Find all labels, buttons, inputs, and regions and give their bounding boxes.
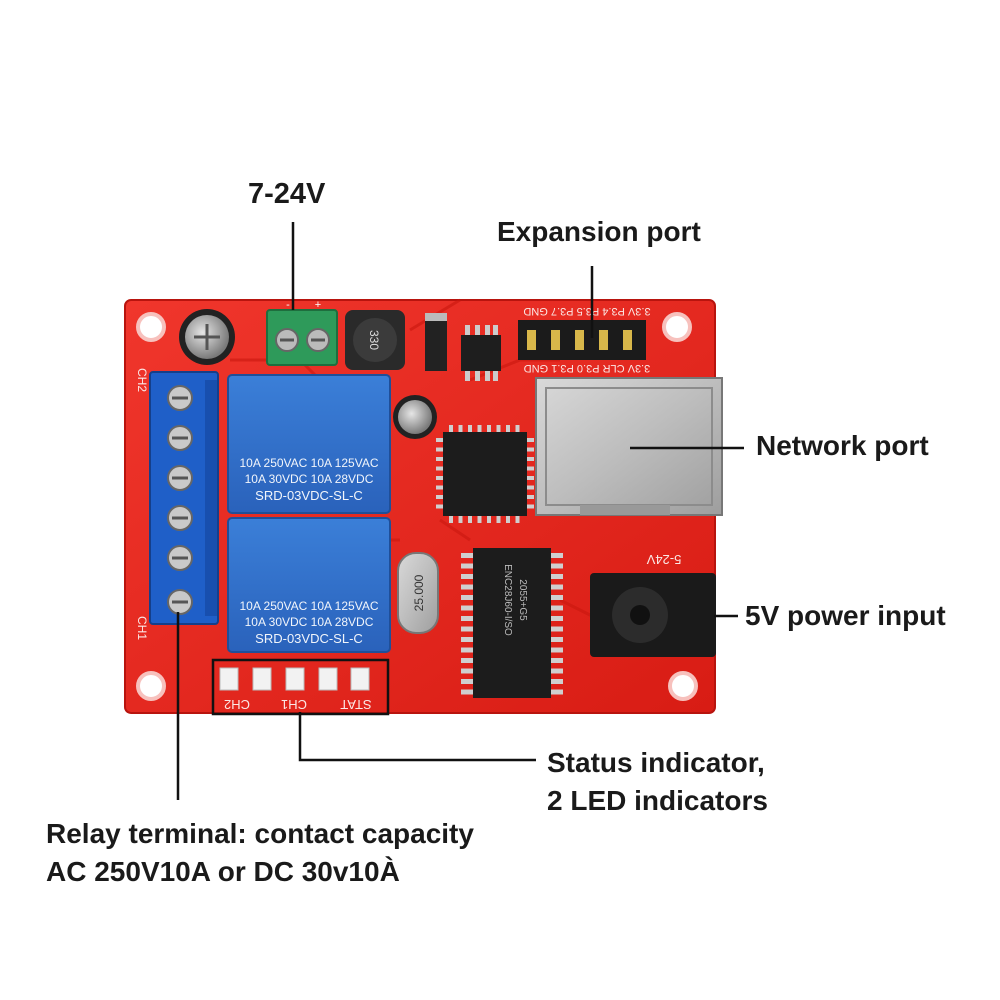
callout-input-voltage-text: 7-24V — [248, 178, 326, 210]
relay-ch2: 10A 250VAC 10A 125VAC 10A 30VDC 10A 28VD… — [227, 374, 391, 514]
callout-relay-line1: Relay terminal: contact capacity — [46, 818, 474, 849]
dc-voltage-silk: 5-24V — [646, 552, 681, 567]
capacitor-middle — [393, 395, 437, 439]
callout-network-port-text: Network port — [756, 430, 929, 461]
chip-text-line1: ENC28J60-I/SO — [502, 564, 513, 636]
channel-label-ch1: CH1 — [135, 616, 149, 640]
leader-lines — [176, 222, 744, 800]
status-led-highlight-box — [211, 658, 390, 716]
header-top-silk: 3.3V P3.4 P3.5 P3.7 GND — [523, 305, 650, 317]
expansion-header: 3.3V P3.4 P3.5 P3.7 GND 3.3V CLR P3.0 P3… — [518, 305, 651, 374]
relay-ch2-rating-line2: 10A 30VDC 10A 28VDC — [245, 472, 374, 486]
callout-status-indicator: Status indicator, 2 LED indicators — [547, 744, 768, 820]
ic-small — [461, 325, 501, 381]
network-port — [535, 377, 723, 516]
led-label-stat: STAT — [340, 697, 371, 712]
led-label-ch1: CH1 — [281, 697, 307, 712]
relay-ch1-rating-line1: 10A 250VAC 10A 125VAC — [240, 599, 379, 613]
callout-power-input: 5V power input — [745, 600, 946, 632]
inductor-code: 330 — [367, 330, 381, 350]
dc-power-jack: 5-24V — [590, 552, 716, 657]
diode — [425, 313, 447, 371]
microcontroller-chip — [436, 425, 534, 523]
callout-relay-terminal: Relay terminal: contact capacity AC 250V… — [46, 815, 474, 891]
leader-status-indicator — [298, 712, 536, 762]
ethernet-controller-chip: ENC28J60-I/SO 2055+G5 — [461, 548, 563, 698]
relay-ch1-rating-line2: 10A 30VDC 10A 28VDC — [245, 615, 374, 629]
relay-ch2-model: SRD-03VDC-SL-C — [255, 488, 363, 503]
input-terminal-block: - + 7-24V — [266, 299, 338, 382]
callout-status-line1: Status indicator, — [547, 747, 765, 778]
relay-ch2-rating-line1: 10A 250VAC 10A 125VAC — [240, 456, 379, 470]
relay-ch1: 10A 250VAC 10A 125VAC 10A 30VDC 10A 28VD… — [227, 517, 391, 653]
led-indicator-row: CH2 CH1 STAT — [219, 667, 372, 712]
relay-terminal-strip: CH2 CH1 — [135, 368, 219, 640]
led-label-ch2: CH2 — [224, 697, 250, 712]
callout-network-port: Network port — [756, 430, 929, 462]
callout-expansion-port-text: Expansion port — [497, 216, 701, 247]
mounting-holes — [136, 312, 698, 701]
callout-relay-line2: AC 250V10A or DC 30v10À — [46, 856, 400, 887]
chip-text-line2: 2055+G5 — [517, 579, 528, 621]
terminal-plus: + — [315, 299, 321, 311]
inductor: 330 — [345, 310, 405, 370]
relay-ch1-model: SRD-03VDC-SL-C — [255, 631, 363, 646]
callout-input-voltage: 7-24V — [248, 178, 325, 211]
crystal-code: 25.000 — [412, 574, 426, 611]
terminal-minus: - — [286, 299, 290, 311]
callout-status-line2: 2 LED indicators — [547, 785, 768, 816]
callout-expansion-port: Expansion port — [497, 216, 701, 248]
channel-label-ch2: CH2 — [135, 368, 149, 392]
header-bottom-silk: 3.3V CLR P3.0 P3.1 GND — [524, 362, 651, 374]
capacitor-top — [179, 309, 235, 365]
crystal-oscillator: 25.000 — [397, 552, 439, 634]
callout-power-input-text: 5V power input — [745, 600, 946, 631]
